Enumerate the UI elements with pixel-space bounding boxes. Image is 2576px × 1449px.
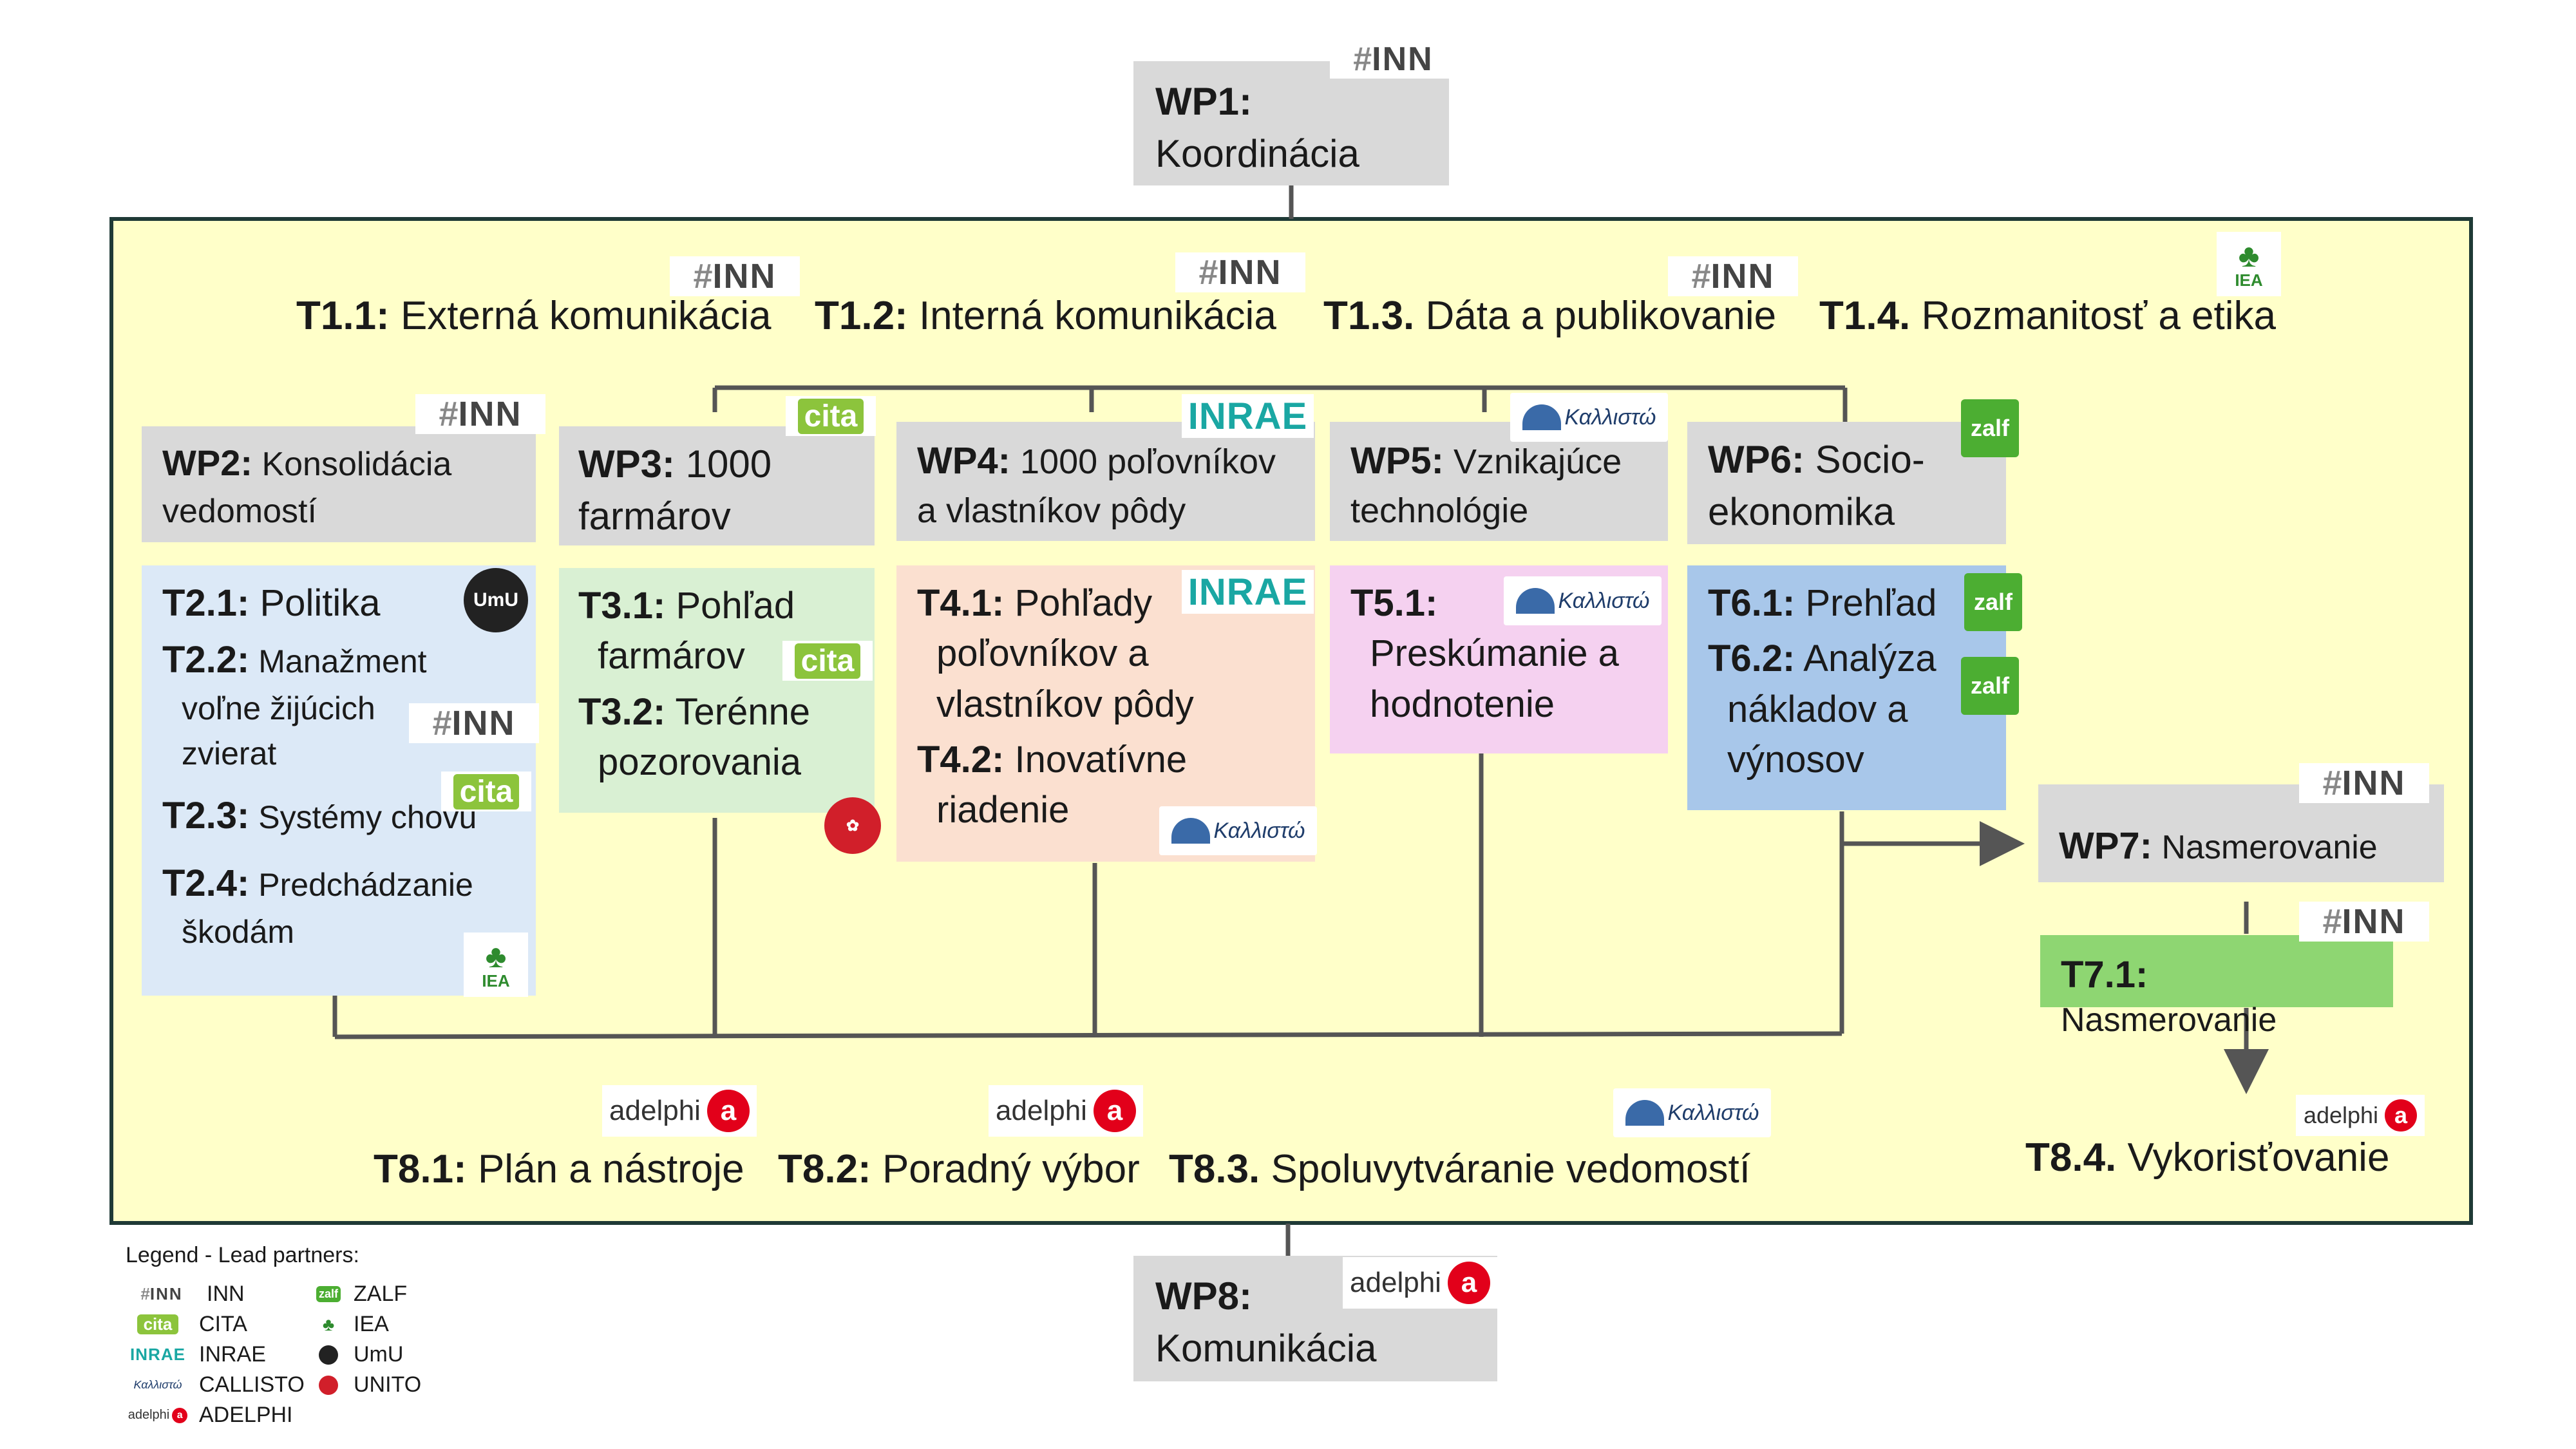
inn-logo-icon: #INN [1668, 256, 1798, 296]
t8-3-label: T8.3. Spoluvytváranie vedomostí [1169, 1147, 1750, 1191]
legend-item-unito: UNITO [312, 1372, 421, 1397]
inn-logo-icon: #INN [409, 703, 539, 743]
umu-logo-icon: UmU [464, 568, 528, 632]
unito-logo-icon: ✿ [824, 797, 881, 854]
cita-logo-icon: cita [441, 772, 531, 811]
zalf-logo-icon: zalf [316, 1286, 341, 1302]
inrae-logo-icon: INRAE [1182, 570, 1314, 614]
wp1-box: WP1: Koordinácia [1133, 61, 1449, 185]
inn-logo-icon: #INN [670, 256, 800, 296]
inn-logo-icon: #INN [1330, 40, 1457, 79]
inn-logo-icon: #INN [2299, 763, 2429, 803]
legend-item-iea: ♣IEA [312, 1312, 389, 1337]
inrae-logo-icon: INRAE [126, 1342, 190, 1367]
t8-4-label: T8.4. Vykorisťovanie [2025, 1135, 2390, 1180]
callisto-logo-icon: Καλλιστώ [1510, 393, 1668, 442]
inn-logo-icon: #INN [1175, 252, 1305, 292]
inn-logo-icon: #INN [415, 394, 545, 434]
wp8-box: WP8:Komunikácia [1133, 1256, 1497, 1381]
t8-2-label: T8.2: Poradný výbor [778, 1147, 1140, 1191]
callisto-logo-icon: Καλλιστώ [1159, 806, 1317, 855]
zalf-logo-icon: zalf [1961, 399, 2019, 457]
t8-1-label: T8.1: Plán a nástroje [374, 1147, 744, 1191]
inn-logo-icon: #INN [126, 1282, 198, 1307]
iea-logo-icon: ♣ [312, 1312, 345, 1337]
legend-title: Legend - Lead partners: [126, 1243, 359, 1267]
t1-3-label: T1.3. Dáta a publikovanie [1323, 294, 1777, 338]
unito-logo-icon [319, 1375, 338, 1395]
t1-4-label: T1.4. Rozmanitosť a etika [1819, 294, 2277, 338]
zalf-logo-icon: zalf [1961, 657, 2019, 715]
cita-logo-icon: cita [782, 641, 873, 681]
callisto-logo-icon: Καλλιστώ [1504, 576, 1662, 625]
cita-logo-icon: cita [786, 396, 876, 436]
wp6-box: WP6: Socio-ekonomika [1687, 422, 2006, 544]
wp7-task: T7.1: Nasmerovanie [2040, 935, 2393, 1039]
wp1-title: Koordinácia [1155, 132, 1359, 175]
umu-logo-icon [319, 1345, 338, 1365]
wp1-code: WP1: [1155, 80, 1252, 123]
inrae-logo-icon: INRAE [1182, 394, 1314, 438]
t1-1-label: T1.1: Externá komunikácia [296, 294, 772, 338]
callisto-logo-icon: Καλλιστώ [1613, 1088, 1771, 1137]
iea-logo-icon: ♣IEA [2217, 232, 2281, 296]
zalf-logo-icon: zalf [1964, 573, 2022, 631]
legend-item-umu: UmU [312, 1342, 403, 1367]
iea-logo-icon: ♣IEA [464, 933, 528, 997]
callisto-logo-icon: Καλλιστώ [126, 1372, 190, 1397]
t1-2-label: T1.2: Interná komunikácia [815, 294, 1276, 338]
inn-logo-icon: #INN [2299, 902, 2429, 942]
cita-logo-icon: cita [126, 1312, 190, 1337]
